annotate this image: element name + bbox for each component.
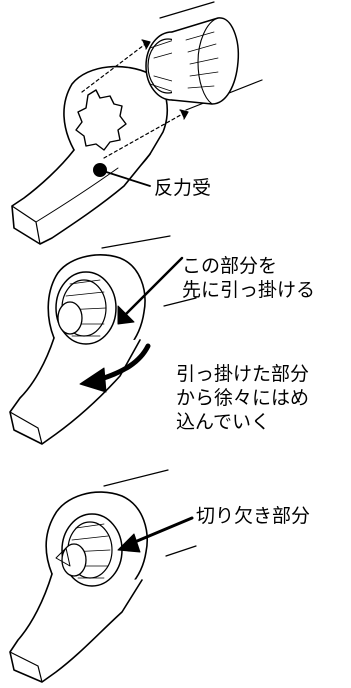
reaction-leader-line: [99, 169, 151, 187]
wrench-arm-step1: [11, 149, 151, 245]
hook-first-label: この部分を 先に引っ掛ける: [182, 254, 315, 302]
insert-arrow-bottom: [103, 111, 187, 159]
step1-illustration: [11, 1, 263, 245]
notch-label-text: 切り欠き部分: [196, 505, 311, 527]
step2-illustration: [9, 235, 197, 445]
fit-label-line-3: 込んでいく: [176, 411, 271, 433]
notch-label: 切り欠き部分: [196, 504, 310, 528]
reaction-label: 反力受: [154, 176, 211, 200]
gradual-fit-label: 引っ掛けた部分 から徐々にはめ 込んでいく: [176, 362, 309, 434]
fit-label-line-1: 引っ掛けた部分: [176, 363, 310, 385]
notch-arrow: [128, 516, 194, 546]
reaction-label-text: 反力受: [154, 177, 212, 199]
hook-arrow: [120, 256, 184, 320]
fit-label-line-2: から徐々にはめ: [176, 387, 310, 409]
spline-hole-step1: [75, 89, 127, 151]
insert-arrow-top: [81, 41, 149, 93]
hook-label-line-2: 先に引っ掛ける: [182, 279, 316, 301]
wrench-arm-step2: [9, 337, 141, 445]
hook-label-line-1: この部分を: [182, 255, 278, 277]
step3-illustration: [9, 469, 197, 683]
wrench-arm-step3: [9, 573, 143, 683]
